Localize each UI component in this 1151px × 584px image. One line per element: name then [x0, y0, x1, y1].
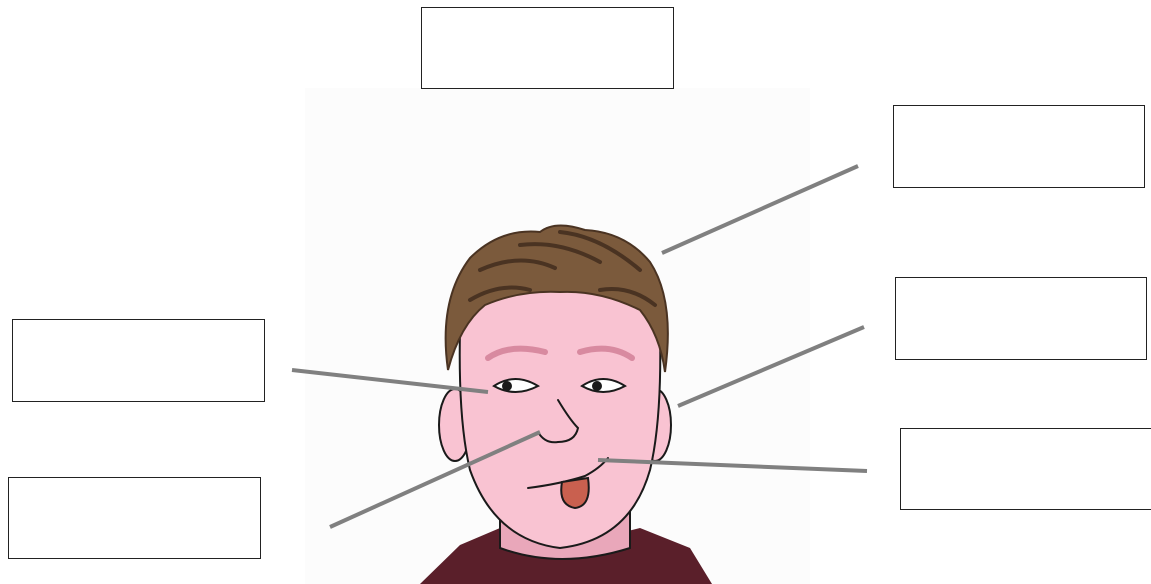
label-box-left-1[interactable] — [12, 319, 265, 402]
face-outline — [460, 268, 661, 548]
label-box-right-3[interactable] — [900, 428, 1151, 510]
label-box-right-2[interactable] — [895, 277, 1147, 360]
label-box-right-1[interactable] — [893, 105, 1145, 188]
left-pupil — [502, 381, 512, 391]
label-box-left-2[interactable] — [8, 477, 261, 559]
tongue — [561, 478, 589, 508]
right-pupil — [592, 381, 602, 391]
label-box-top[interactable] — [421, 7, 674, 89]
